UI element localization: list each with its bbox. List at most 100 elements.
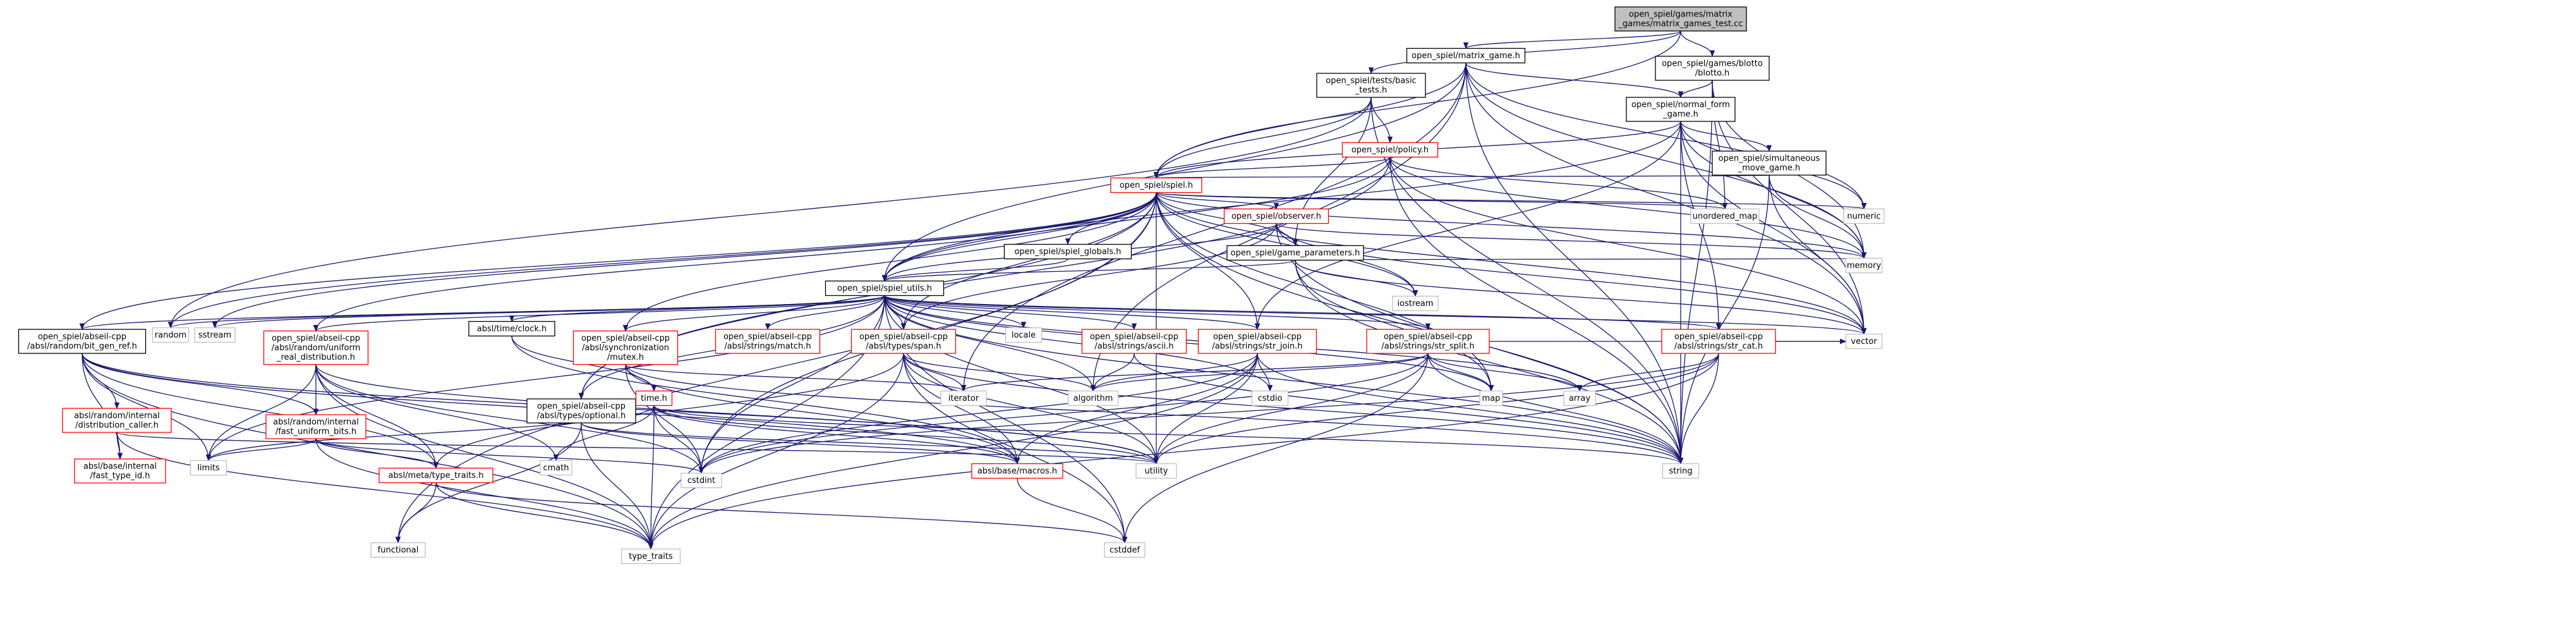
edge-spiel-to-spiel_utils [881, 192, 1157, 282]
node-distribution-caller[interactable]: absl/random/internal/distribution_caller… [62, 408, 172, 433]
node-root[interactable]: open_spiel/games/matrix_games/matrix_gam… [1614, 6, 1747, 32]
node-spiel[interactable]: open_spiel/spiel.h [1110, 177, 1202, 193]
node-macros[interactable]: absl/base/macros.h [971, 463, 1063, 479]
node-locale[interactable]: locale [1005, 327, 1043, 343]
node-label-line: /absl/strings/str_join.h [1212, 342, 1302, 351]
node-functional[interactable]: functional [370, 542, 426, 558]
edge-root-to-blotto [1680, 30, 1715, 58]
node-simultaneous[interactable]: open_spiel/simultaneous_move_game.h [1712, 150, 1827, 176]
node-span[interactable]: open_spiel/abseil-cpp/absl/types/span.h [850, 329, 957, 354]
node-label-line: open_spiel/abseil-cpp [537, 402, 626, 412]
node-policy[interactable]: open_spiel/policy.h [1341, 142, 1439, 158]
edge-uniform_real-to-cstdint [315, 364, 704, 474]
edge-type_traits_h-to-type_traits [435, 482, 654, 550]
node-string[interactable]: string [1662, 463, 1700, 479]
edge-spiel_utils-to-str_split [884, 295, 1430, 331]
node-vector[interactable]: vector [1845, 333, 1883, 350]
node-mutex[interactable]: open_spiel/abseil-cpp/absl/synchronizati… [572, 330, 679, 365]
node-type-traits[interactable]: type_traits [620, 548, 681, 565]
edge-str_cat-to-array [1576, 353, 1719, 392]
edge-spiel_utils-to-cstdint [698, 295, 885, 474]
edge-spiel-to-iostream [1156, 192, 1418, 297]
node-random[interactable]: random [152, 327, 190, 343]
edge-span-to-type_traits [648, 353, 904, 550]
node-str-split[interactable]: open_spiel/abseil-cpp/absl/strings/str_s… [1366, 329, 1490, 354]
node-array[interactable]: array [1563, 390, 1596, 406]
node-normal-form[interactable]: open_spiel/normal_form_game.h [1626, 97, 1736, 122]
node-numeric[interactable]: numeric [1843, 208, 1885, 224]
node-optional[interactable]: open_spiel/abseil-cpp/absl/types/optiona… [526, 398, 636, 424]
node-spiel-globals[interactable]: open_spiel/spiel_globals.h [1003, 243, 1132, 260]
edge-spiel_utils-to-match [765, 295, 885, 331]
edge-spiel-to-bit_gen_ref [79, 192, 1157, 331]
node-sstream[interactable]: sstream [194, 327, 236, 343]
node-utility[interactable]: utility [1135, 463, 1177, 479]
edge-root-to-basic_tests [1368, 30, 1681, 75]
node-box [1843, 208, 1885, 224]
node-cstdio[interactable]: cstdio [1251, 390, 1289, 406]
node-label-line: absl/time/clock.h [477, 324, 547, 334]
edge-matrix_game-to-spiel_utils [881, 63, 1466, 282]
node-label-line: absl/base/macros.h [977, 467, 1057, 476]
edge-spiel_utils-to-ascii [884, 295, 1137, 331]
node-observer[interactable]: open_spiel/observer.h [1223, 208, 1329, 224]
edge-str_join-to-type_traits [648, 353, 1258, 550]
edge-policy-to-spiel [1154, 156, 1391, 179]
node-matrix-game[interactable]: open_spiel/matrix_game.h [1406, 47, 1526, 64]
node-ascii[interactable]: open_spiel/abseil-cpp/absl/strings/ascii… [1081, 329, 1187, 354]
node-label-line: open_spiel/game_parameters.h [1231, 248, 1360, 258]
edge-observer-to-span [900, 223, 1277, 331]
node-time[interactable]: time.h [635, 390, 673, 406]
node-box [1081, 329, 1187, 354]
node-match[interactable]: open_spiel/abseil-cpp/absl/strings/match… [715, 329, 821, 354]
node-uniform-real[interactable]: open_spiel/abseil-cpp/absl/random/unifor… [263, 330, 369, 365]
node-box [190, 460, 227, 476]
node-label-line: array [1569, 394, 1590, 403]
node-label-line: open_spiel/spiel_utils.h [837, 284, 932, 293]
node-game-parameters[interactable]: open_spiel/game_parameters.h [1226, 245, 1364, 261]
node-box [1690, 208, 1760, 224]
node-clock[interactable]: absl/time/clock.h [468, 321, 555, 337]
node-layer: open_spiel/games/matrix_games/matrix_gam… [18, 6, 1885, 565]
node-map[interactable]: map [1479, 390, 1503, 406]
node-unordered-map[interactable]: unordered_map [1690, 208, 1760, 224]
edge-mutex-to-time [625, 364, 657, 392]
node-box [715, 329, 821, 354]
edge-game_parameters-to-map [1295, 260, 1494, 392]
node-spiel-utils[interactable]: open_spiel/spiel_utils.h [825, 280, 945, 296]
edge-policy-to-vector [1389, 157, 1867, 335]
node-box [1479, 390, 1503, 406]
node-label-line: open_spiel/games/matrix [1629, 10, 1732, 20]
node-basic-tests[interactable]: open_spiel/tests/basic_tests.h [1316, 73, 1426, 98]
node-memory[interactable]: memory [1845, 257, 1883, 274]
node-box [1662, 463, 1700, 479]
edge-game_parameters-to-vector [1295, 260, 1867, 335]
node-box [378, 467, 493, 484]
edge-simultaneous-to-vector [1769, 174, 1867, 335]
node-box [263, 330, 369, 365]
node-str-join[interactable]: open_spiel/abseil-cpp/absl/strings/str_j… [1197, 329, 1317, 354]
edge-str_split-to-algorithm [1091, 353, 1429, 392]
node-iterator[interactable]: iterator [940, 390, 987, 406]
edge-policy-to-optional [578, 157, 1391, 400]
edge-observer-to-vector [1276, 223, 1867, 335]
edge-spiel-to-mutex [622, 192, 1157, 332]
node-label-line: /absl/types/span.h [866, 342, 941, 351]
node-fast-type-id[interactable]: absl/base/internal/fast_type_id.h [74, 458, 166, 484]
node-cstddef[interactable]: cstddef [1104, 542, 1146, 558]
node-fast-uniform-bits[interactable]: absl/random/internal/fast_uniform_bits.h [265, 414, 366, 439]
node-cstdint[interactable]: cstdint [680, 472, 722, 489]
node-iostream[interactable]: iostream [1392, 295, 1439, 312]
node-algorithm[interactable]: algorithm [1067, 390, 1119, 406]
node-limits[interactable]: limits [190, 460, 227, 476]
node-label-line: open_spiel/spiel.h [1120, 181, 1193, 190]
node-type-traits-h[interactable]: absl/meta/type_traits.h [378, 467, 493, 484]
edge-str_join-to-cstdint [698, 353, 1258, 474]
edge-matrix_game-to-iterator [960, 63, 1466, 392]
node-str-cat[interactable]: open_spiel/abseil-cpp/absl/strings/str_c… [1661, 329, 1776, 354]
node-label-line: time.h [641, 394, 667, 403]
node-label-line: memory [1847, 261, 1882, 271]
node-bit-gen-ref[interactable]: open_spiel/abseil-cpp/absl/random/bit_ge… [18, 329, 147, 354]
node-cmath[interactable]: cmath [540, 460, 572, 476]
node-blotto[interactable]: open_spiel/games/blotto/blotto.h [1655, 56, 1770, 81]
